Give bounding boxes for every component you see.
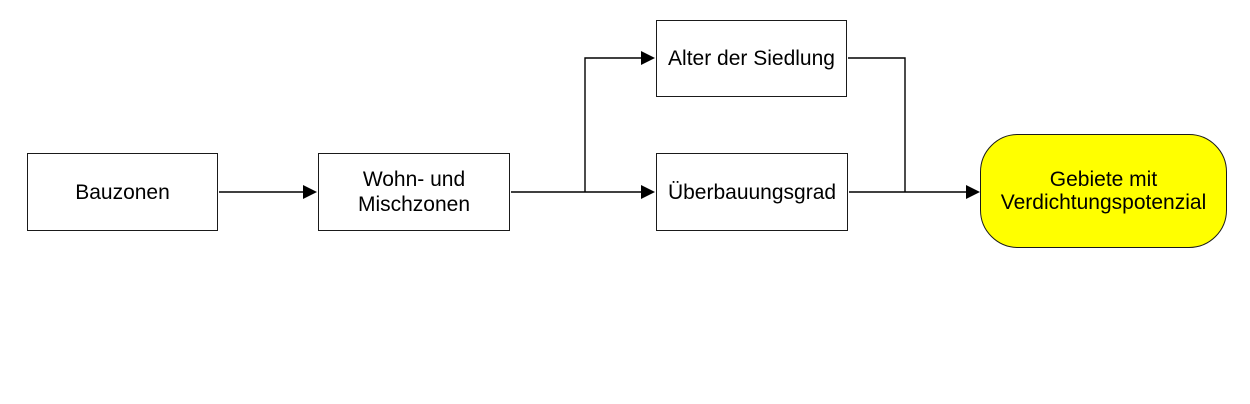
node-label: Mischzonen — [357, 193, 471, 216]
edge-ueberbauungsgrad-to-gebiete — [849, 185, 980, 199]
edge-wohn-und-mischzonen-to-ueberbauungsgrad — [511, 185, 655, 199]
edge-line — [848, 57, 906, 192]
node-gebiete-mit-verdichtungspotenzial: Gebiete mit Verdichtungspotenzial — [980, 134, 1227, 248]
node-label: Alter der Siedlung — [668, 47, 835, 70]
node-label: Verdichtungspotenzial — [1000, 191, 1207, 214]
arrowhead-icon — [966, 185, 980, 199]
node-label: Gebiete mit — [1049, 168, 1158, 191]
node-wohn-und-mischzonen: Wohn- und Mischzonen — [318, 153, 510, 231]
edge-bauzonen-to-wohn-und-mischzonen — [219, 185, 317, 199]
node-ueberbauungsgrad: Überbauungsgrad — [656, 153, 848, 231]
node-label: Überbauungsgrad — [667, 180, 837, 204]
node-label: Wohn- und — [362, 168, 466, 191]
arrowhead-icon — [641, 185, 655, 199]
node-label: Bauzonen — [75, 180, 170, 204]
arrowhead-icon — [303, 185, 317, 199]
edge-line — [584, 57, 642, 192]
edge-alter-der-siedlung-to-gebiete — [848, 57, 906, 192]
node-alter-der-siedlung: Alter der Siedlung — [656, 20, 847, 97]
arrowhead-icon — [641, 51, 655, 65]
node-bauzonen: Bauzonen — [27, 153, 218, 231]
edge-wohn-und-mischzonen-to-alter-der-siedlung — [584, 51, 655, 192]
